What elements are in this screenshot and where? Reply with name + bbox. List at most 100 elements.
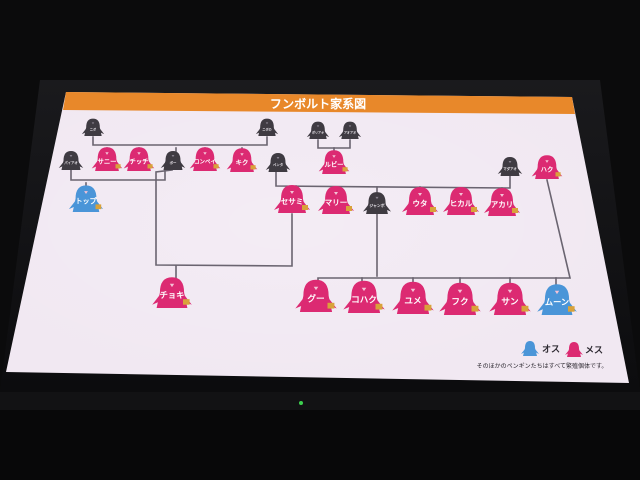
penguin-name: チョキ	[160, 290, 185, 300]
penguin-body-icon	[156, 277, 188, 308]
penguin-body-icon	[72, 185, 100, 212]
penguin-name: トップ	[75, 196, 97, 205]
penguin-name: ムーン	[545, 297, 569, 307]
penguin-b10: ハク	[531, 155, 563, 179]
penguin-b8: ルビー	[318, 150, 350, 174]
id-tag-icon	[430, 207, 436, 212]
penguin-name: グー	[307, 293, 324, 305]
id-tag-icon	[471, 207, 477, 212]
penguin-body-icon	[488, 188, 516, 216]
penguin-body-icon	[347, 280, 381, 313]
penguin-body-icon	[406, 187, 434, 215]
penguin-b9: マダアオ	[497, 156, 523, 176]
monitor-screen: フンボルト家系図	[6, 92, 629, 383]
legend: オス メス	[521, 341, 603, 357]
penguin-body-icon	[322, 150, 346, 174]
penguin-body-icon	[341, 121, 359, 139]
penguin-c6: ヒカル	[443, 187, 479, 215]
penguin-name: アカリ	[491, 200, 514, 209]
penguin-body-icon	[127, 147, 151, 171]
title-banner	[63, 92, 575, 114]
penguin-body-icon	[309, 121, 327, 139]
penguin-name: ユメ	[404, 296, 421, 307]
penguin-name: ウタ	[413, 198, 428, 208]
penguin-b1: パイアオ	[58, 150, 84, 170]
penguin-name: ペンタ	[273, 162, 284, 167]
penguin-body-icon	[396, 281, 430, 314]
id-tag-icon	[213, 164, 219, 169]
monitor-bottom-frame	[0, 392, 640, 410]
penguin-body-icon	[230, 148, 254, 172]
id-tag-icon	[327, 302, 335, 309]
penguin-b3: チッチ	[123, 147, 155, 171]
legend-female-icon	[565, 342, 583, 357]
penguin-name: ルビー	[324, 159, 343, 168]
penguin-d6: サン	[489, 282, 531, 315]
penguin-body-icon	[61, 150, 81, 170]
id-tag-icon	[250, 165, 256, 170]
penguin-name: チッチ	[129, 157, 148, 165]
penguin-c1: トップ	[68, 185, 104, 212]
penguin-name: ニダ	[90, 126, 97, 131]
penguin-figures: ニダ ニダのポリアキ アオアオパイアオ サニー チッチ ボー コンペイ キクペンタ ルビー マダア…	[58, 118, 577, 315]
legend-female-label: メス	[585, 345, 603, 356]
penguin-body-icon	[278, 185, 306, 213]
legend-male-label: オス	[542, 344, 560, 355]
penguin-b4: ボー	[160, 150, 186, 170]
id-tag-icon	[183, 299, 190, 305]
penguin-body-icon	[268, 152, 288, 172]
penguin-body-icon	[443, 282, 477, 315]
penguin-name: サニー	[97, 157, 116, 165]
penguin-b5: コンペイ	[189, 147, 221, 171]
id-tag-icon	[147, 164, 153, 169]
penguin-a3: ポリアキ	[306, 121, 330, 139]
penguin-name: サン	[501, 297, 519, 308]
penguin-c3: マリー	[318, 186, 354, 214]
penguin-b6: キク	[226, 148, 258, 172]
footnote: そのほかのペンギンたちはすべて繁殖個体です。	[477, 362, 608, 370]
tree-line	[155, 169, 293, 267]
id-tag-icon	[424, 304, 432, 311]
penguin-name: アオアオ	[344, 129, 356, 134]
tree-line	[70, 165, 166, 181]
penguin-name: フク	[451, 297, 468, 308]
power-led	[299, 401, 303, 405]
penguin-body-icon	[193, 147, 217, 171]
penguin-d7: ムーン	[537, 284, 577, 315]
penguin-name: ニダの	[262, 126, 271, 131]
penguin-a1: ニダ	[81, 118, 105, 136]
penguin-name: ハク	[541, 164, 554, 173]
penguin-name: セサミ	[281, 197, 304, 206]
penguin-b7: ペンタ	[265, 152, 291, 172]
penguin-body-icon	[447, 187, 475, 215]
penguin-name: コハク	[351, 295, 377, 306]
id-tag-icon	[568, 306, 575, 312]
legend-male-icon	[521, 341, 539, 356]
id-tag-icon	[471, 305, 479, 312]
id-tag-icon	[95, 204, 102, 210]
id-tag-icon	[555, 172, 561, 177]
penguin-body-icon	[535, 155, 559, 179]
stand-shadow	[0, 410, 640, 480]
id-tag-icon	[115, 164, 121, 169]
tree-line	[92, 136, 268, 146]
penguin-name: ボー	[170, 160, 177, 165]
penguin-d3: コハク	[343, 280, 385, 313]
chart-title: フンボルト家系図	[270, 96, 366, 111]
id-tag-icon	[346, 206, 352, 211]
penguin-body-icon	[84, 118, 102, 136]
penguin-body-icon	[500, 156, 520, 176]
penguin-d2: グー	[295, 279, 337, 312]
id-tag-icon	[521, 305, 529, 312]
penguin-name: ヒカル	[450, 199, 473, 208]
penguin-d5: フク	[439, 282, 481, 315]
penguin-c4: ジャンボ	[362, 192, 392, 214]
penguin-c2: セサミ	[274, 185, 310, 213]
penguin-body-icon	[299, 279, 333, 312]
penguin-body-icon	[493, 282, 527, 315]
penguin-a4: アオアオ	[338, 121, 362, 139]
penguin-b2: サニー	[91, 147, 123, 171]
penguin-name: ポリアキ	[312, 129, 324, 134]
penguin-name: コンペイ	[194, 158, 216, 165]
